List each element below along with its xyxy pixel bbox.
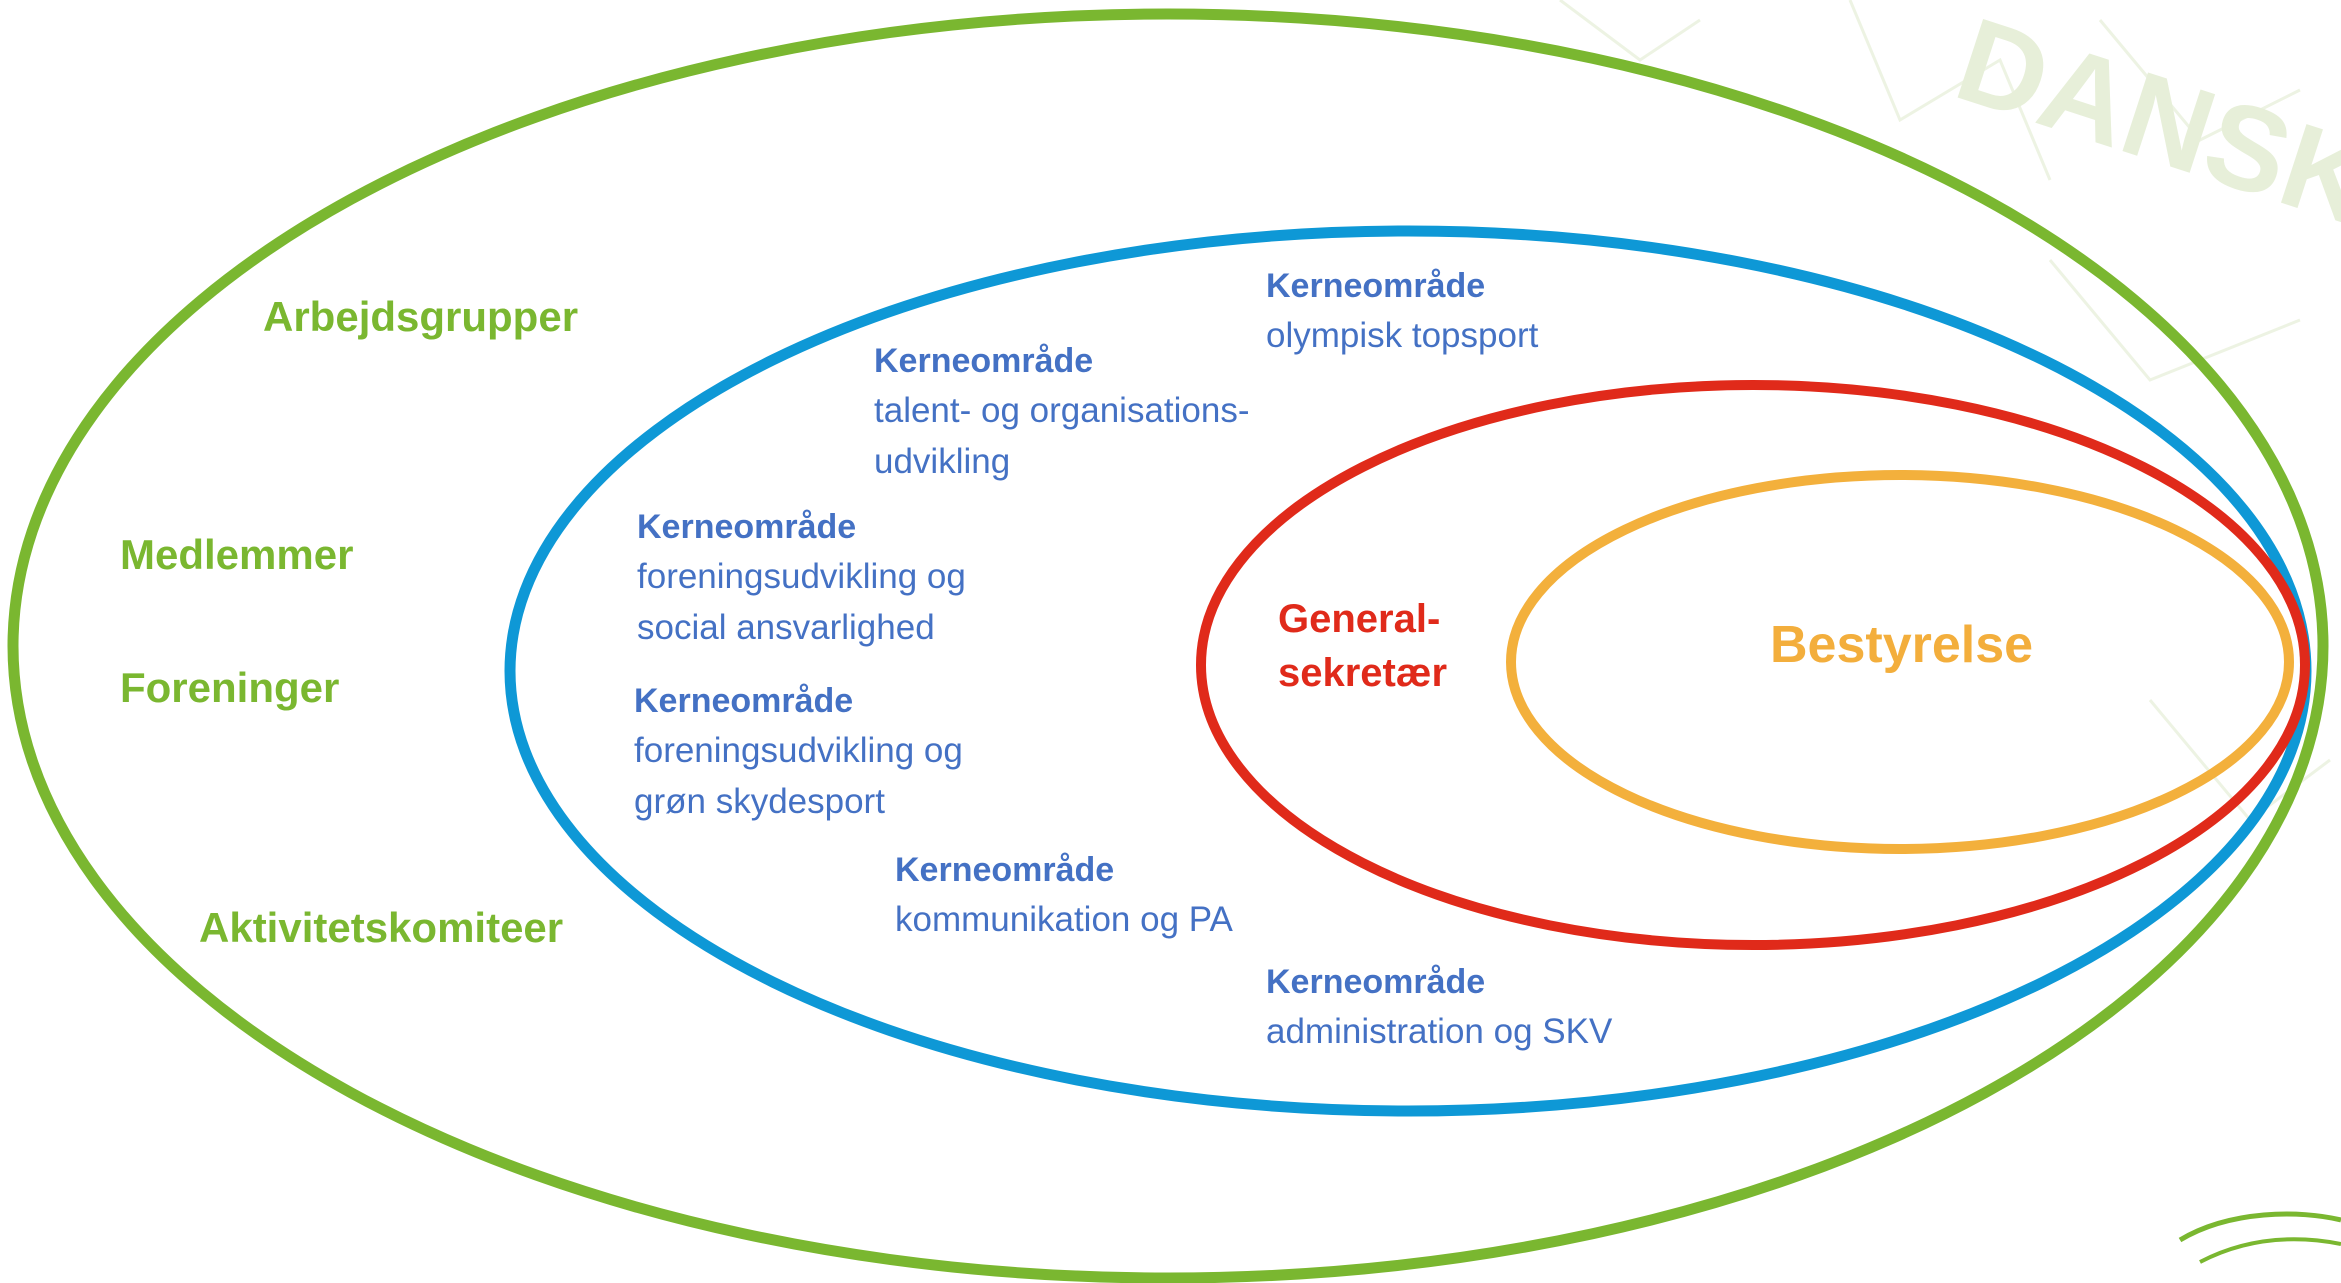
label-medlemmer: Medlemmer <box>120 531 354 578</box>
kerneomraade-talent: Kerneområde talent- og organisations- ud… <box>874 337 1250 488</box>
kerneomraade-line: talent- og organisations- <box>874 391 1250 431</box>
kerneomraade-line: udvikling <box>874 442 1011 482</box>
kerneomraade-line: kommunikation og PA <box>895 900 1233 940</box>
kerneomraade-line: foreningsudvikling og <box>634 731 963 771</box>
kerneomraade-social-ansvarlighed: Kerneområde foreningsudvikling og social… <box>637 503 966 654</box>
label-generalsekretaer: General- sekretær <box>1278 592 1447 700</box>
kerneomraade-administration: Kerneområde administration og SKV <box>1266 958 1612 1058</box>
kerneomraade-line: social ansvarlighed <box>637 608 935 648</box>
label-bestyrelse: Bestyrelse <box>1770 616 2034 674</box>
label-aktivitetskomiteer: Aktivitetskomiteer <box>199 904 564 951</box>
label-foreninger: Foreninger <box>120 664 340 711</box>
kerneomraade-heading: Kerneområde <box>637 508 857 546</box>
kerneomraade-kommunikation: Kerneområde kommunikation og PA <box>895 846 1233 946</box>
red-ring <box>1196 380 2310 950</box>
kerneomraade-heading: Kerneområde <box>1266 963 1486 1001</box>
kerneomraade-line: grøn skydesport <box>634 782 885 822</box>
generalsekretaer-line1: General- <box>1278 597 1441 641</box>
label-arbejdsgrupper: Arbejdsgrupper <box>263 293 579 340</box>
orange-ring <box>1506 470 2294 854</box>
kerneomraade-olympisk-topsport: Kerneområde olympisk topsport <box>1266 262 1538 362</box>
kerneomraade-groen-skydesport: Kerneområde foreningsudvikling og grøn s… <box>634 677 963 828</box>
generalsekretaer-line2: sekretær <box>1278 651 1448 695</box>
outer-ring <box>7 8 2329 1283</box>
kerneomraade-heading: Kerneområde <box>874 342 1094 380</box>
kerneomraade-heading: Kerneområde <box>895 851 1115 889</box>
kerneomraade-line: foreningsudvikling og <box>637 557 966 597</box>
kerneomraade-heading: Kerneområde <box>634 682 854 720</box>
kerneomraade-line: administration og SKV <box>1266 1012 1613 1052</box>
kerneomraade-line: olympisk topsport <box>1266 316 1539 356</box>
kerneomraade-heading: Kerneområde <box>1266 267 1486 305</box>
